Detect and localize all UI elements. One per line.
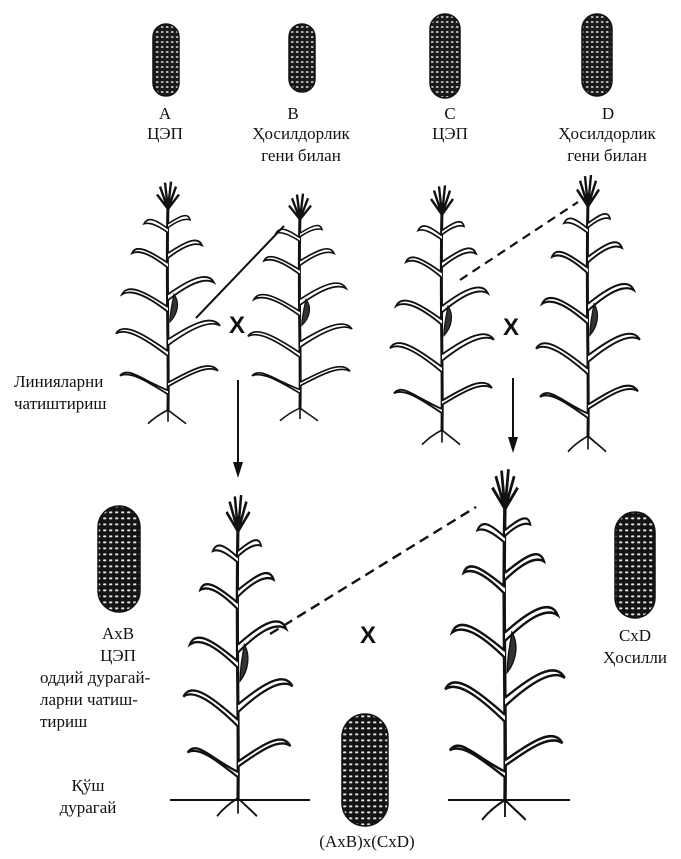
label-b-line2: гени билан <box>246 146 356 166</box>
label-b-letter: B <box>278 104 308 124</box>
cross-line-ab <box>196 226 284 318</box>
cross-symbol-top-left: X <box>229 312 245 340</box>
label-cd-line1: CxD <box>600 626 670 646</box>
label-d-letter: D <box>593 104 623 124</box>
cob-b <box>289 24 315 92</box>
label-ab-line4: ларни чатиш- <box>40 690 138 710</box>
cob-c <box>430 14 460 98</box>
cob-ab <box>98 506 140 612</box>
label-d-line2: гени билан <box>548 146 666 166</box>
label-double-line2: дурагай <box>48 798 128 818</box>
cob-cd <box>615 512 655 618</box>
plant-a <box>116 182 220 424</box>
label-double-line1: Қўш <box>58 776 118 796</box>
label-ab-line5: тириш <box>40 712 87 732</box>
plant-d <box>536 175 640 452</box>
cob-a <box>153 24 179 96</box>
label-ab-line2: ЦЭП <box>82 646 154 666</box>
label-crossing-line2: чатиштириш <box>14 394 107 414</box>
label-cd-line2: Ҳосилли <box>592 648 678 668</box>
cross-line-hybrids <box>270 507 476 634</box>
label-a-sub: ЦЭП <box>137 124 193 144</box>
label-double-hybrid: (AxB)x(CxD) <box>300 832 434 852</box>
cob-d <box>582 14 612 96</box>
label-ab-line1: AxB <box>82 624 154 644</box>
arrow-down-left-icon <box>233 380 243 478</box>
arrow-down-right-icon <box>508 378 518 453</box>
label-c-sub: ЦЭП <box>422 124 478 144</box>
cross-symbol-top-right: X <box>503 314 519 342</box>
plant-cd <box>445 469 565 820</box>
plant-b <box>248 194 352 421</box>
cob-double-hybrid <box>342 714 388 826</box>
label-d-line1: Ҳосилдорлик <box>548 124 666 144</box>
label-a-letter: A <box>150 104 180 124</box>
plant-c <box>390 185 494 444</box>
label-b-line1: Ҳосилдорлик <box>246 124 356 144</box>
label-crossing-line1: Линияларни <box>14 372 103 392</box>
label-c-letter: C <box>435 104 465 124</box>
plant-ab <box>183 495 292 816</box>
cross-line-cd <box>460 202 578 280</box>
label-ab-line3: оддий дурагай- <box>40 668 150 688</box>
cross-symbol-bottom: X <box>360 622 376 650</box>
